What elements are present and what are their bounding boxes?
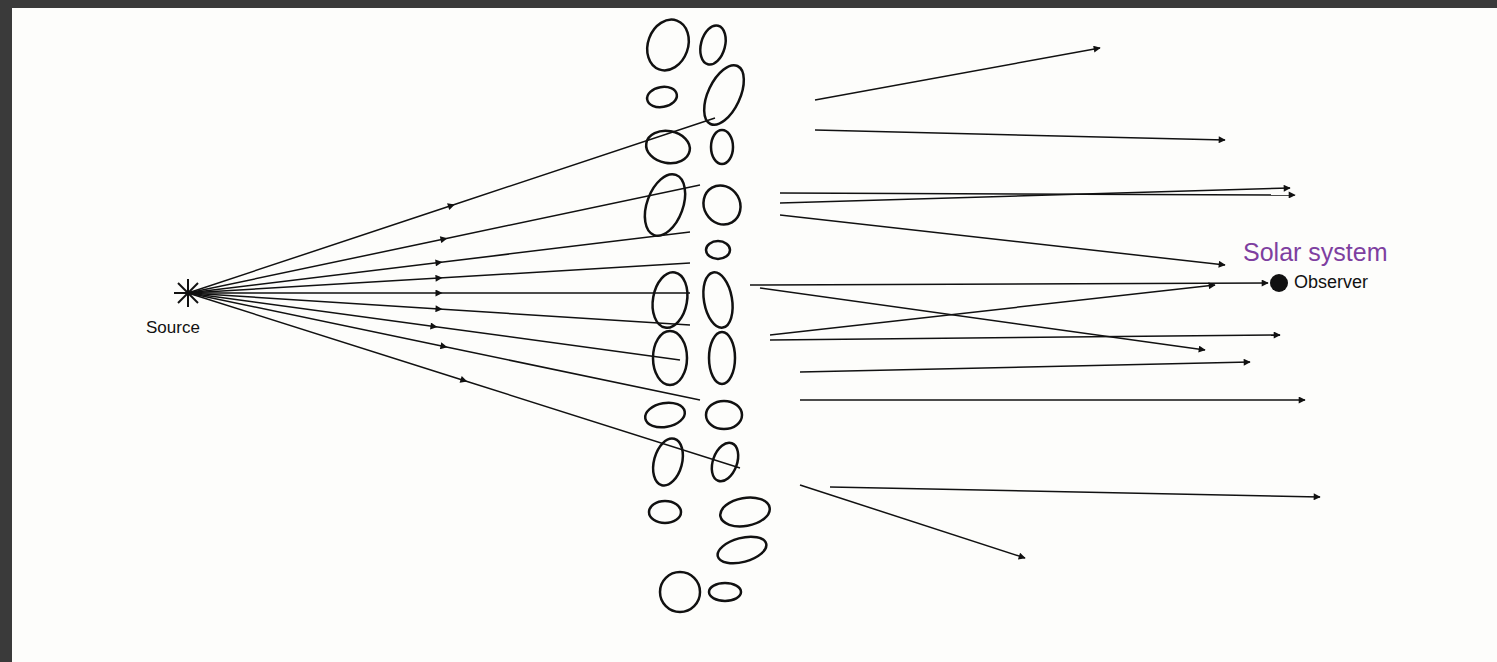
scattered-rays xyxy=(750,48,1320,558)
region-label: Solar system xyxy=(1243,238,1387,267)
observer-label: Observer xyxy=(1294,272,1368,293)
scattering-blobs xyxy=(637,14,772,612)
source-label: Source xyxy=(146,318,200,338)
incoming-rays xyxy=(188,118,740,468)
observer-dot xyxy=(1270,274,1288,292)
